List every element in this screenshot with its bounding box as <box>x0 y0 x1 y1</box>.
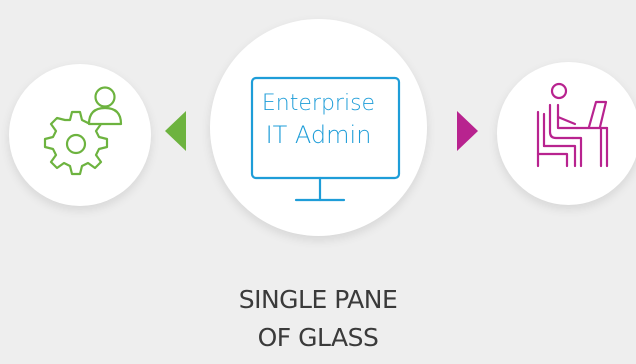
admin-tools-circle <box>9 64 151 206</box>
end-user-circle <box>497 62 636 205</box>
monitor-title-line1: Enterprise <box>261 91 376 116</box>
gear-person-icon <box>43 86 123 176</box>
arrow-right-icon <box>457 111 478 151</box>
arrow-left-icon <box>165 111 186 151</box>
monitor-title-line2: IT Admin <box>265 121 372 149</box>
enterprise-it-admin-circle: Enterprise IT Admin <box>210 19 427 236</box>
monitor-icon <box>250 76 401 202</box>
caption-line2: OF GLASS <box>257 323 379 352</box>
caption-line1: SINGLE PANE <box>238 285 398 314</box>
person-at-laptop-icon <box>536 82 609 168</box>
